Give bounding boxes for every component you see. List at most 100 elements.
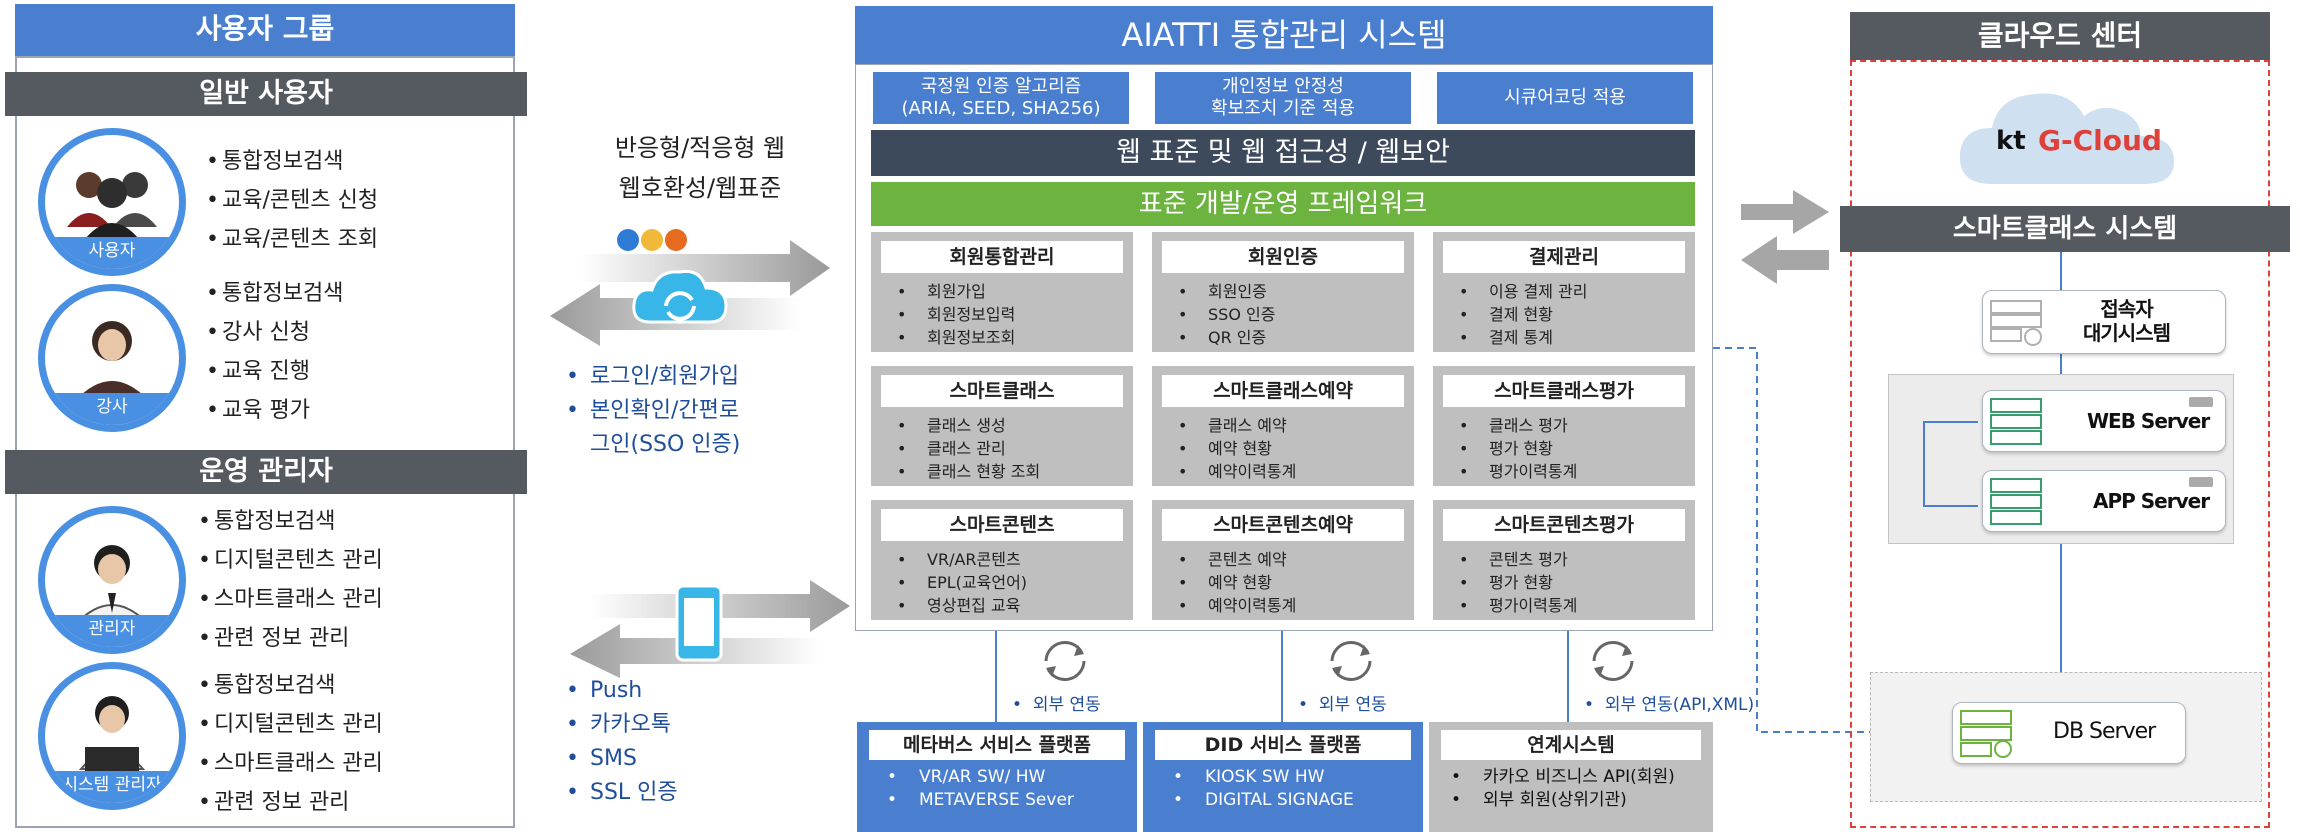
sysadmin-avatar: 시스템 관리자 <box>38 662 186 810</box>
module-member-mgmt: 회원통합관리 회원가입회원정보입력회원정보조회 <box>871 232 1133 352</box>
secure-coding-box: 시큐어코딩 적용 <box>1437 72 1693 124</box>
list-item: SSO 인증 <box>1178 303 1275 326</box>
module-title: 결제관리 <box>1443 241 1685 273</box>
platform-title: DID 서비스 플랫폼 <box>1155 730 1411 760</box>
manager-avatar: 관리자 <box>38 506 186 654</box>
right-arrow-icon <box>580 240 830 296</box>
app-server-label: APP Server <box>2093 489 2210 513</box>
list-item: 영상편집 교육 <box>897 594 1027 617</box>
server-icon <box>1990 300 2042 346</box>
cloud-center-frame <box>1850 60 2270 828</box>
list-item: 회원인증 <box>1178 280 1275 303</box>
list-item: 클래스 관리 <box>897 437 1040 460</box>
kt-logo: kt <box>1996 126 2026 156</box>
list-item: 콘텐츠 평가 <box>1459 548 1577 571</box>
module-smartcontent-reservation: 스마트콘텐츠예약 콘텐츠 예약예약 현황예약이력통계 <box>1152 500 1414 620</box>
list-item: 이용 결제 관리 <box>1459 280 1588 303</box>
web-tech-text: 반응형/적응형 웹 웹호환성/웹표준 <box>560 128 840 208</box>
sysadmin-avatar-label: 시스템 관리자 <box>45 771 179 803</box>
ops-admin-header: 운영 관리자 <box>5 450 527 494</box>
web-feature-list: 로그인/회원가입 본인확인/간편로 <box>566 360 739 428</box>
list-item: 클래스 예약 <box>1178 414 1296 437</box>
list-item: 로그인/회원가입 <box>566 360 739 394</box>
list-item: QR 인증 <box>1178 326 1275 349</box>
sync-label: • 외부 연동(API,XML) <box>1584 695 1755 715</box>
link-line <box>1567 631 1569 723</box>
list-item: 교육 평가 <box>206 391 343 430</box>
list-item: 클래스 현황 조회 <box>897 460 1040 483</box>
box-line: 확보조치 기준 적용 <box>1211 98 1355 119</box>
list-item: 결제 현황 <box>1459 303 1588 326</box>
instructor-avatar-label: 강사 <box>45 393 179 425</box>
sync-label: • 외부 연동 <box>1012 695 1101 715</box>
module-payment: 결제관리 이용 결제 관리결제 현황결제 통계 <box>1433 232 1695 352</box>
smartphone-icon <box>675 584 723 662</box>
box-line: 국정원 인증 알고리즘 <box>920 76 1082 97</box>
db-server-label: DB Server <box>2053 719 2156 744</box>
app-server-box: APP Server <box>1982 470 2226 532</box>
list-item: 예약 현황 <box>1178 571 1296 594</box>
list-item: 클래스 생성 <box>897 414 1040 437</box>
user-function-list: 통합정보검색 교육/콘텐츠 신청 교육/콘텐츠 조회 <box>206 142 378 259</box>
list-item: 평가이력통계 <box>1459 460 1577 483</box>
module-title: 스마트콘텐츠평가 <box>1443 509 1685 541</box>
module-title: 스마트콘텐츠예약 <box>1162 509 1404 541</box>
list-item: VR/AR SW/ HW <box>887 766 1074 789</box>
box-line: 시큐어코딩 적용 <box>1504 87 1626 108</box>
server-group-link <box>1923 421 1978 507</box>
list-item: 클래스 평가 <box>1459 414 1577 437</box>
metaverse-platform: 메타버스 서비스 플랫폼 VR/AR SW/ HWMETAVERSE Sever <box>857 722 1137 832</box>
list-item: KIOSK SW HW <box>1173 766 1354 789</box>
status-badge <box>2189 397 2213 407</box>
server-icon <box>1990 398 2042 445</box>
manager-avatar-label: 관리자 <box>45 615 179 647</box>
user-group-header: 사용자 그룹 <box>15 4 515 56</box>
db-server-icon <box>1960 710 2012 758</box>
module-title: 스마트클래스예약 <box>1162 375 1404 407</box>
list-item: 강사 신청 <box>206 313 343 352</box>
list-item: 결제 통계 <box>1459 326 1588 349</box>
sync-label: • 외부 연동 <box>1298 695 1387 715</box>
list-item: METAVERSE Sever <box>887 789 1074 812</box>
box-line: (ARIA, SEED, SHA256) <box>901 98 1101 119</box>
web-server-box: WEB Server <box>1982 390 2226 452</box>
module-title: 회원통합관리 <box>881 241 1123 273</box>
list-item: 스마트클래스 관리 <box>198 744 383 783</box>
list-item: Push <box>566 674 678 708</box>
module-title: 회원인증 <box>1162 241 1404 273</box>
list-item: 통합정보검색 <box>206 142 378 181</box>
user-avatar-label: 사용자 <box>45 237 179 269</box>
gcloud-logo-text: G-Cloud <box>2038 124 2162 157</box>
module-smartclass: 스마트클래스 클래스 생성클래스 관리클래스 현황 조회 <box>871 366 1133 486</box>
list-item: 평가 현황 <box>1459 437 1577 460</box>
module-smartcontent-evaluation: 스마트콘텐츠평가 콘텐츠 평가평가 현황평가이력통계 <box>1433 500 1695 620</box>
platform-title: 연계시스템 <box>1441 730 1701 760</box>
list-item: 디지털콘텐츠 관리 <box>198 705 383 744</box>
list-item: 관련 정보 관리 <box>198 783 383 822</box>
module-smartclass-reservation: 스마트클래스예약 클래스 예약예약 현황예약이력통계 <box>1152 366 1414 486</box>
list-item: 통합정보검색 <box>206 274 343 313</box>
web-feature-continued: 그인(SSO 인증) <box>590 432 741 457</box>
list-item: 콘텐츠 예약 <box>1178 548 1296 571</box>
instructor-avatar: 강사 <box>38 284 186 432</box>
sysadmin-function-list: 통합정보검색 디지털콘텐츠 관리 스마트클래스 관리 관련 정보 관리 <box>198 666 383 822</box>
list-item: 교육 진행 <box>206 352 343 391</box>
sync-icon <box>1330 640 1372 682</box>
queue-label: 접속자 <box>2100 297 2153 321</box>
list-item: 평가이력통계 <box>1459 594 1577 617</box>
list-item: SMS <box>566 742 678 776</box>
web-standard-bar: 웹 표준 및 웹 접근성 / 웹보안 <box>871 130 1695 176</box>
list-item: DIGITAL SIGNAGE <box>1173 789 1354 812</box>
kt-gcloud-logo-cloud <box>1959 93 2174 184</box>
list-item: 예약이력통계 <box>1178 460 1296 483</box>
general-users-header: 일반 사용자 <box>5 72 527 116</box>
queue-label: 대기시스템 <box>2083 321 2171 345</box>
system-cloud-arrows <box>1741 190 1829 284</box>
list-item: SSL 인증 <box>566 776 678 810</box>
module-title: 스마트콘텐츠 <box>881 509 1123 541</box>
list-item: EPL(교육언어) <box>897 571 1027 594</box>
list-item: 카카오 비즈니스 API(회원) <box>1451 766 1675 789</box>
box-line: 개인정보 안정성 <box>1222 76 1344 97</box>
list-item: 평가 현황 <box>1459 571 1577 594</box>
link-line <box>995 631 997 723</box>
